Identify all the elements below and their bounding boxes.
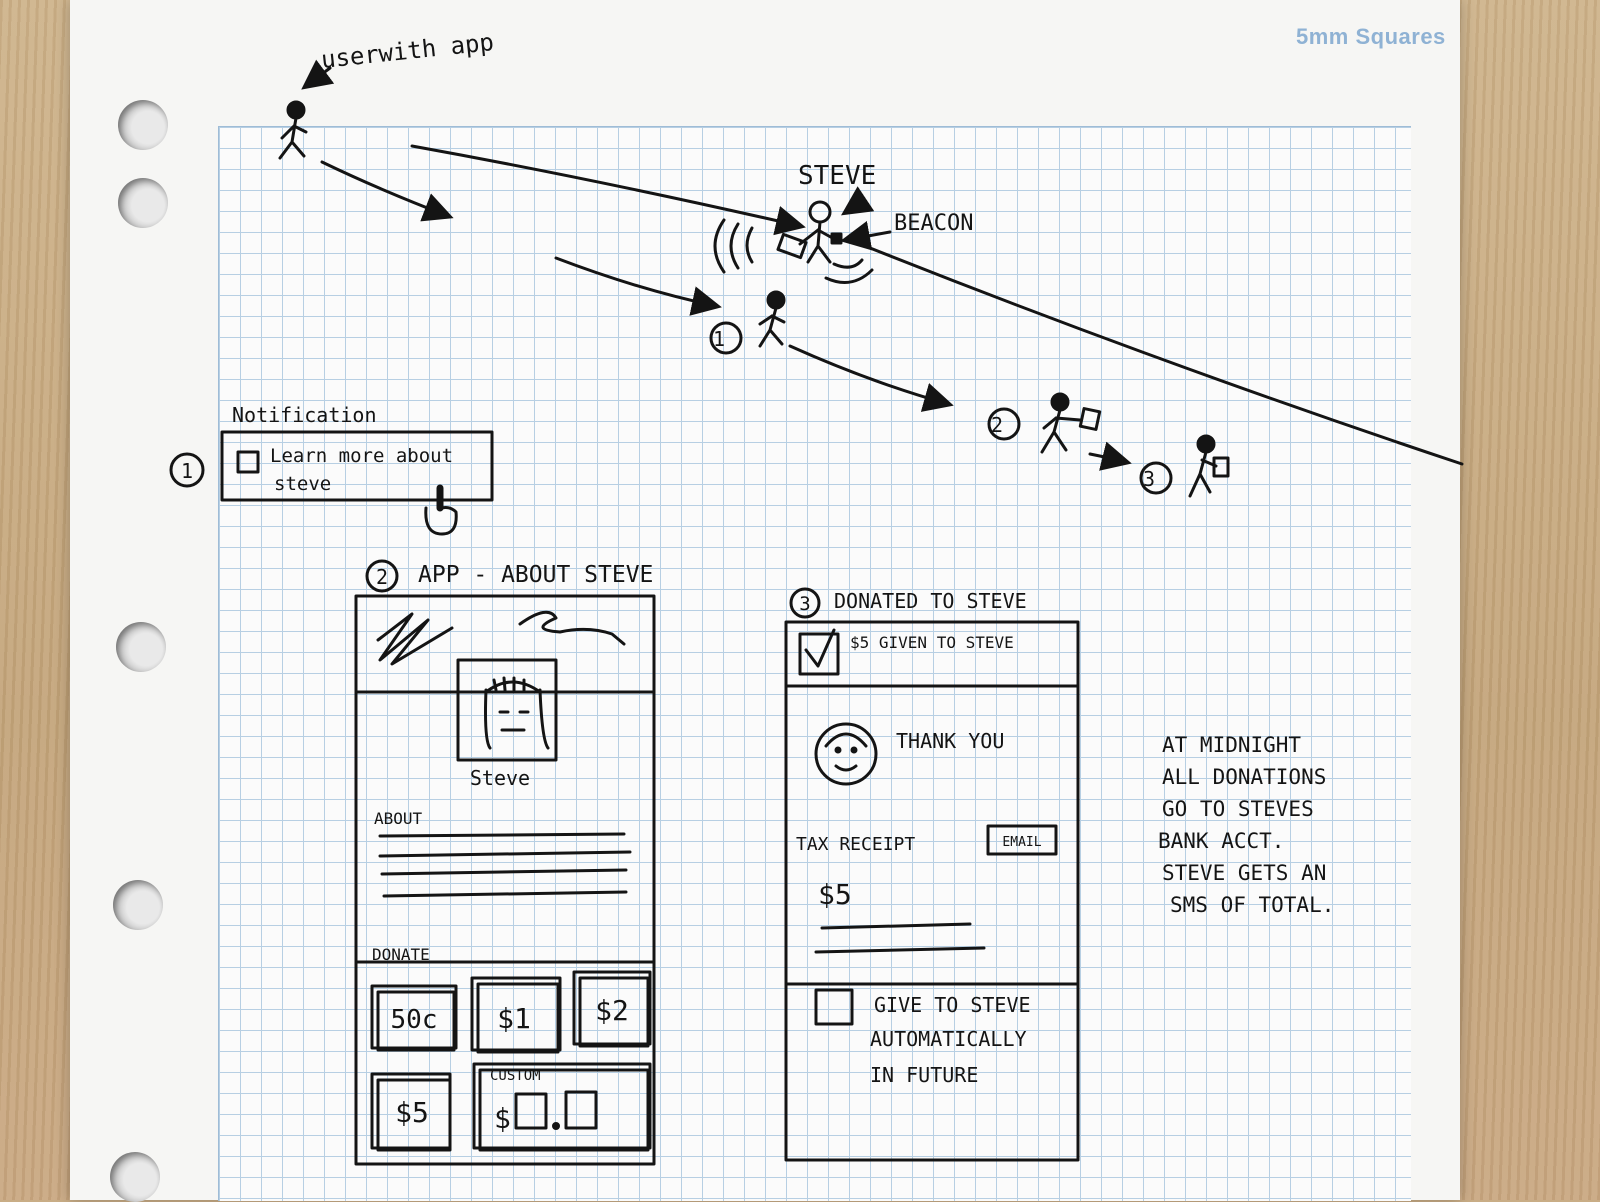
side-note-line: STEVE GETS AN bbox=[1162, 861, 1326, 885]
tap-hand-icon bbox=[426, 488, 456, 534]
custom-cents-box[interactable] bbox=[566, 1092, 596, 1128]
beacon-label: BEACON bbox=[894, 211, 973, 236]
trajectory-line bbox=[850, 240, 1462, 464]
thank-you-text: THANK YOU bbox=[896, 729, 1004, 753]
about-text-lines bbox=[380, 834, 630, 896]
side-note: AT MIDNIGHT ALL DONATIONS GO TO STEVES B… bbox=[1158, 733, 1334, 917]
receipt-line bbox=[816, 948, 984, 952]
screen-donated-marker: 3 bbox=[799, 593, 810, 615]
notification-text-line2: steve bbox=[274, 473, 331, 495]
receipt-line bbox=[822, 924, 970, 928]
steve-stick-figure bbox=[778, 202, 836, 262]
side-note-line: BANK ACCT. bbox=[1158, 829, 1284, 853]
screen-donated-title: DONATED TO STEVE bbox=[834, 589, 1027, 613]
custom-dollars-box[interactable] bbox=[516, 1094, 546, 1128]
confirmation-text: $5 GIVEN TO STEVE bbox=[850, 633, 1014, 652]
screen-about-marker: 2 bbox=[376, 565, 388, 589]
amount-label-1: $1 bbox=[497, 1002, 531, 1035]
notification-text-line1: Learn more about bbox=[270, 445, 453, 467]
screen-about-title: APP - ABOUT STEVE bbox=[418, 562, 653, 588]
receipt-amount: $5 bbox=[818, 878, 852, 911]
side-note-line: GO TO STEVES bbox=[1162, 797, 1314, 821]
steve-label-arrow bbox=[846, 200, 864, 212]
step-2-figure bbox=[989, 394, 1100, 452]
amount-label-50c: 50c bbox=[391, 1005, 438, 1035]
path-arrow bbox=[322, 162, 448, 216]
beacon-label-arrow bbox=[846, 232, 890, 240]
notification-title: Notification bbox=[232, 403, 377, 427]
tax-receipt-label: TAX RECEIPT bbox=[796, 834, 915, 855]
email-button-label: EMAIL bbox=[1002, 835, 1041, 850]
path-arrow bbox=[412, 146, 800, 226]
custom-label: CUSTOM bbox=[490, 1068, 541, 1084]
amount-button-50c[interactable]: 50c bbox=[372, 986, 456, 1050]
step-marker-3: 3 bbox=[1143, 467, 1155, 491]
profile-photo bbox=[458, 660, 556, 760]
confirmation-check-icon bbox=[800, 630, 838, 674]
path-arrow bbox=[556, 258, 716, 306]
amount-button-2[interactable]: $2 bbox=[574, 972, 650, 1046]
amount-label-5: $5 bbox=[395, 1096, 429, 1129]
side-note-line: AT MIDNIGHT bbox=[1162, 733, 1301, 757]
side-note-line: ALL DONATIONS bbox=[1162, 765, 1326, 789]
user-stick-figure bbox=[280, 102, 306, 158]
user-label: userwith app bbox=[320, 28, 495, 74]
auto-give-line3: IN FUTURE bbox=[870, 1063, 978, 1087]
amount-label-2: $2 bbox=[595, 994, 629, 1027]
profile-name: Steve bbox=[470, 766, 530, 790]
notification-marker: 1 bbox=[181, 459, 193, 483]
steve-avatar-icon bbox=[816, 724, 876, 784]
custom-currency: $ bbox=[494, 1102, 511, 1135]
auto-give-checkbox[interactable] bbox=[816, 990, 852, 1024]
about-heading: ABOUT bbox=[374, 809, 423, 828]
amount-button-5[interactable]: $5 bbox=[372, 1074, 450, 1150]
custom-amount-field[interactable]: CUSTOM $ bbox=[474, 1064, 650, 1150]
custom-decimal-point bbox=[554, 1124, 559, 1129]
step-marker-2: 2 bbox=[991, 413, 1003, 437]
cover-image-scribble bbox=[378, 612, 624, 664]
step-marker-1: 1 bbox=[713, 327, 725, 351]
auto-give-line1: GIVE TO STEVE bbox=[874, 993, 1031, 1017]
path-arrow bbox=[1090, 454, 1126, 462]
notification-checkbox[interactable] bbox=[238, 452, 258, 472]
auto-give-line2: AUTOMATICALLY bbox=[870, 1027, 1027, 1051]
email-receipt-button[interactable]: EMAIL bbox=[988, 826, 1056, 854]
steve-label: STEVE bbox=[798, 161, 876, 191]
path-arrow bbox=[790, 346, 948, 404]
amount-button-1[interactable]: $1 bbox=[472, 978, 560, 1052]
beacon-icon bbox=[715, 220, 872, 283]
side-note-line: SMS OF TOTAL. bbox=[1170, 893, 1334, 917]
